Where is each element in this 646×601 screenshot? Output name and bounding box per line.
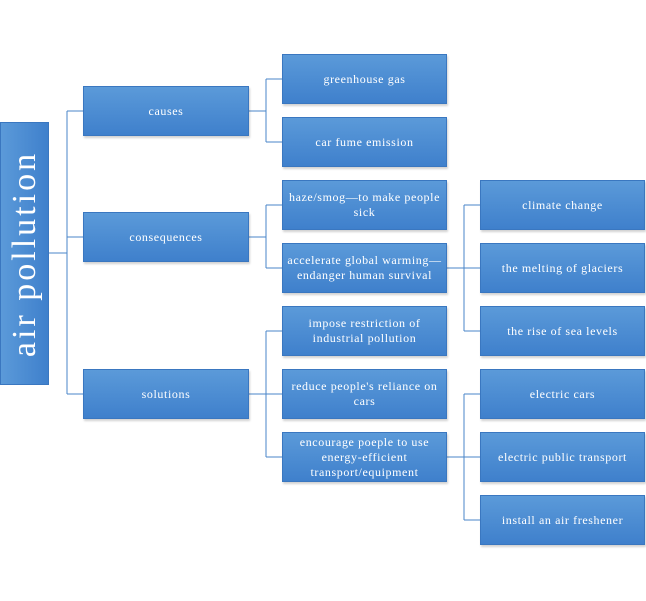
node-encourage-energy: encourage poeple to use energy-efficient…	[282, 432, 447, 482]
node-label: greenhouse gas	[323, 71, 406, 86]
node-label: car fume emission	[315, 134, 414, 149]
node-label: electric public transport	[498, 449, 627, 464]
connector-root	[49, 110, 83, 395]
node-accelerate-warming: accelerate global warming—endanger human…	[282, 243, 447, 293]
connector-solutions	[249, 330, 282, 458]
node-electric-public-transport: electric public transport	[480, 432, 645, 482]
node-label: reduce people's reliance on cars	[291, 379, 438, 408]
node-label: climate change	[522, 197, 603, 212]
node-haze-smog: haze/smog—to make people sick	[282, 180, 447, 230]
connector-warming	[447, 204, 480, 332]
node-climate-change: climate change	[480, 180, 645, 230]
node-label: install an air freshener	[501, 512, 624, 527]
node-electric-cars: electric cars	[480, 369, 645, 419]
node-label: encourage poeple to use energy-efficient…	[299, 434, 430, 479]
node-solutions: solutions	[83, 369, 249, 419]
node-label: the rise of sea levels	[507, 323, 618, 338]
node-label: the melting of glaciers	[501, 260, 624, 275]
node-label: electric cars	[529, 386, 596, 401]
node-melting-glaciers: the melting of glaciers	[480, 243, 645, 293]
node-label: consequences	[129, 229, 203, 244]
connector-encourage	[447, 393, 480, 521]
node-install-freshener: install an air freshener	[480, 495, 645, 545]
node-label: causes	[148, 103, 184, 118]
node-causes: causes	[83, 86, 249, 136]
node-impose-restriction: impose restriction of industrial polluti…	[282, 306, 447, 356]
node-label: solutions	[141, 386, 191, 401]
node-label: impose restriction of industrial polluti…	[308, 316, 421, 345]
root-node-air-pollution: air pollution	[0, 122, 49, 385]
node-greenhouse-gas: greenhouse gas	[282, 54, 447, 104]
node-car-fume-emission: car fume emission	[282, 117, 447, 167]
connector-consequences	[249, 204, 282, 269]
node-label: haze/smog—to make people sick	[288, 190, 441, 219]
root-label: air pollution	[5, 150, 43, 357]
connector-causes	[249, 78, 282, 143]
node-label: accelerate global warming—endanger human…	[287, 253, 442, 282]
node-consequences: consequences	[83, 212, 249, 262]
node-rise-sea-levels: the rise of sea levels	[480, 306, 645, 356]
node-reduce-reliance: reduce people's reliance on cars	[282, 369, 447, 419]
